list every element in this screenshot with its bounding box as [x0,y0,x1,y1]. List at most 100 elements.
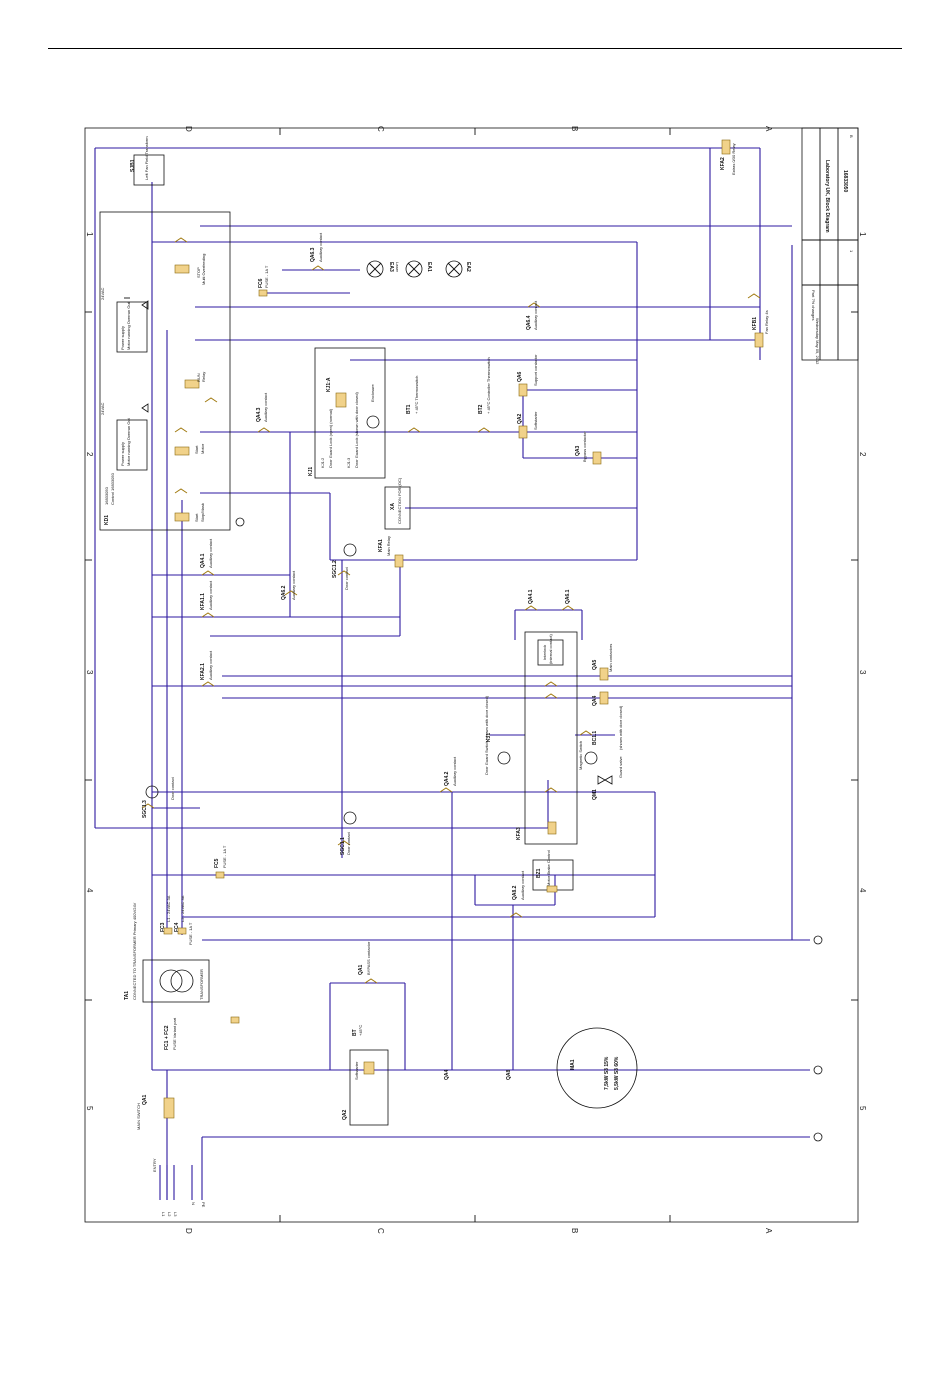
qa4-main-tag: QA4 [444,1070,450,1081]
interlock-inner-box [537,639,564,666]
sjb1-box [133,154,165,186]
qa43-tag: QA4.3 [256,407,262,422]
grid-row-2: 2 [85,452,94,457]
qa2-tag: QA2 [517,414,523,425]
ps1-desc: Motor running Overrun Out [126,301,131,350]
bt2-tag: BT2 [478,404,484,414]
kj1a-tag: KJ1:A [326,377,332,392]
ea3-tag: EA3 [388,262,394,272]
grid-letter-b-bottom: B [570,1228,579,1233]
terminal-arrow-icon [813,1132,823,1142]
qa2-coil [518,425,528,439]
qa2-soft-box [349,1049,389,1126]
qa43-desc: Auxiliary contact [263,392,268,422]
mains-l1: L1 [161,1212,166,1217]
qa42-tag: QA4.2 [444,771,450,786]
magnetic-sensor-icon [584,751,598,765]
kj1-desc: Door Guard Switch (shown with door close… [484,695,489,775]
fc5-desc: FUSE - 1A T [222,845,227,868]
qa62-tag: QA6.2 [281,585,287,600]
title-text: Laboratory UK, Block Diagram [824,160,830,233]
ea2-lamp-icon [445,260,463,278]
fc12-tag: FC1 + FC2 [164,1025,170,1050]
fc4-desc: L2 - 24VAC 3A [180,895,185,922]
kfa11-desc: Auxiliary contact [208,580,213,610]
interlock-desc: (internal contact) [548,634,553,664]
run-relay-tag: RUN [196,373,201,382]
grid-letter-a-bottom: A [764,1228,773,1234]
kfb1-coil [754,332,764,348]
title-block: Laboratory UK, Block Diagram 16833050 Pa… [801,127,859,365]
arrow-icon [141,403,149,413]
kj1-box [314,347,386,479]
grid-letter-c: C [376,126,385,132]
qa2-soft-coil [363,1061,375,1075]
xa-tag: XA [390,503,396,510]
power-supply-2-box [116,419,148,471]
sgc12-tag: SGC1.2 [332,560,338,578]
kfa2-tag: KFA2 [720,157,726,170]
fc12-desc: FUSE Variant part [172,1017,177,1050]
qa41b-tag: QA4.1 [528,589,534,604]
mains-entry [159,1165,193,1200]
bc11-tag: BC1.1 [592,731,598,745]
grid-row-3: 3 [85,670,94,675]
qa2-soft-desc: Softstarter [354,1061,359,1080]
header-rule [48,48,902,49]
xa-box [384,486,411,530]
stop-coil [174,264,190,274]
qa6-desc: Support contactor [533,354,538,386]
ma1-line1: 7,5kW S3 15% [604,1056,610,1090]
grid-row-numbers: 1 2 3 4 5 1 2 3 4 5 [85,232,867,1111]
ta1-box [142,959,210,1003]
kj1a-desc: Enclosure [370,383,375,402]
bt1-tag: BT1 [406,404,412,414]
sjb1-desc: Left Fan Field Transform [144,136,149,180]
grid-column-letters-bottom: D C B A [184,1228,773,1234]
xa-desc: CONNECTION FOR (OC) [397,477,402,524]
start-coil [174,446,190,456]
qa3-tag: QA3 [575,446,581,457]
qa8-main-tag: QA8 [506,1070,512,1081]
fc12-fuse [230,1016,240,1024]
start2-coil [174,512,190,522]
power-supply-1-box [116,301,148,353]
qa1-desc: MAIN SWITCH [136,1103,141,1130]
kj13-desc: Door Guard Lock (shown with door closed) [354,392,359,468]
valve-icon [597,775,613,785]
kfa1-coil [394,554,404,568]
fc3-fuse [163,927,173,935]
qa4-coil [599,691,609,705]
grid-letter-a: A [764,126,773,132]
qa61b-tag: QA6.1 [565,589,571,604]
magnetic-switch-label: Magnetic Switch [578,741,583,770]
start2-relay-desc: Stop/Mask [200,503,205,522]
grid-row-1-right: 1 [858,232,867,237]
ma1-tag: MA1 [570,1059,576,1070]
interlock-box [524,631,578,845]
ta1-tag: TA1 [124,991,130,1000]
kd1-desc: Control 16833050 [110,472,115,505]
qa3-desc: Bypass contactor [582,431,587,462]
grid-letter-d-bottom: D [184,1228,193,1234]
qa3-coil [592,451,602,465]
wiring [94,147,810,1200]
qa63-tag: QA6.3 [310,247,316,262]
run-coil [184,379,200,389]
qa41-tag: QA4.1 [200,553,206,568]
kj12-desc: Door Guard Lock (open) (normal) [328,408,333,468]
qa2-desc: Softstarter [533,411,538,430]
qa1-switch [163,1097,175,1119]
labels: SJB1 Left Fan Field Transform KD1 168330… [100,136,769,1217]
ground-icon [235,517,245,527]
sgc11-tag: SGC1.1 [340,837,346,855]
qa82-tag: QA8.2 [512,885,518,900]
ps1-tag: Power supply [120,326,125,350]
sgc13-desc: Door contact [170,776,175,800]
ea2-tag: EA2 [465,262,471,272]
kfa21-desc: Auxiliary contact [208,650,213,680]
qa64-tag: QA6.4 [526,315,532,330]
qa6-coil [518,383,528,397]
bt2-desc: + 45°C Controller Thermoswitch [486,357,491,414]
